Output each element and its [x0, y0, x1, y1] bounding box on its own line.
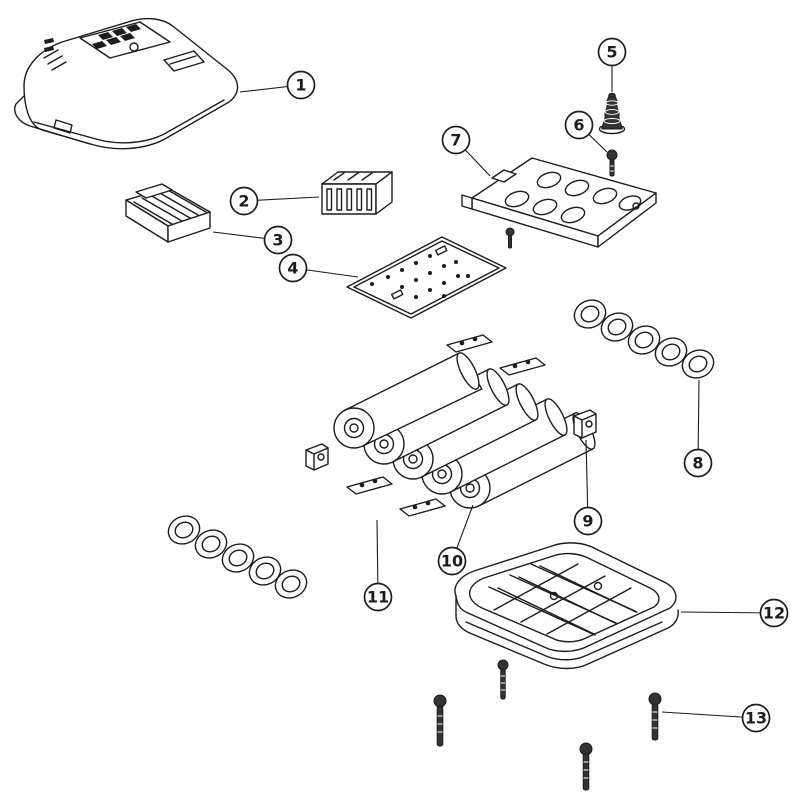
terminal-block-part — [321, 171, 393, 215]
ring — [274, 569, 308, 599]
callout-number: 2 — [238, 192, 249, 211]
callout-11: 11 — [363, 582, 393, 612]
callout-circle — [573, 506, 603, 536]
cell-rings-left-part — [167, 515, 308, 599]
callout-circle — [286, 70, 316, 100]
ring — [681, 349, 715, 379]
callout-number: 6 — [573, 116, 584, 135]
battery-cells-part — [333, 352, 596, 509]
ring — [194, 529, 228, 559]
cell-rings-right-part — [573, 299, 715, 379]
screw — [648, 692, 662, 741]
ring — [167, 515, 201, 545]
contact-bracket-left-part — [305, 443, 329, 471]
ring — [221, 543, 255, 573]
ring — [573, 299, 607, 329]
contact-bracket-part — [573, 409, 597, 439]
callout-number: 9 — [582, 512, 593, 531]
callouts: 1 2 3 4 5 6 7 8 — [229, 37, 789, 733]
callout-number: 4 — [287, 259, 298, 278]
callout-circle — [437, 546, 467, 576]
callout-number: 8 — [692, 454, 703, 473]
screw — [579, 742, 593, 791]
callout-number: 5 — [606, 43, 617, 62]
callout-8: 8 — [683, 448, 713, 478]
battery-cell — [333, 352, 483, 449]
callout-2: 2 — [229, 186, 259, 216]
callout-circle — [564, 110, 594, 140]
callout-circle — [741, 703, 771, 733]
callout-circle — [278, 253, 308, 283]
nickel-strips-top-part — [446, 334, 546, 376]
screw — [497, 659, 509, 700]
callout-number: 1 — [295, 76, 306, 95]
callout-5: 5 — [597, 37, 627, 67]
callout-3: 3 — [263, 225, 293, 255]
long-screws-part — [433, 659, 662, 791]
callout-7: 7 — [441, 125, 471, 155]
callout-9: 9 — [573, 506, 603, 536]
rubber-boot-part — [598, 92, 626, 135]
latch-cover-part — [125, 183, 211, 243]
callout-number: 13 — [745, 709, 767, 728]
screw — [433, 694, 447, 747]
callout-circle — [363, 582, 393, 612]
callout-number: 3 — [272, 231, 283, 250]
circuit-board-part — [346, 236, 507, 319]
callout-1: 1 — [286, 70, 316, 100]
bottom-housing-part — [454, 542, 679, 670]
callout-4: 4 — [278, 253, 308, 283]
callout-circle — [441, 125, 471, 155]
callout-circle — [229, 186, 259, 216]
ring — [627, 325, 661, 355]
small-screw-part — [606, 149, 618, 177]
callout-number: 10 — [441, 552, 463, 571]
callout-13: 13 — [741, 703, 771, 733]
callout-circle — [263, 225, 293, 255]
callout-number: 11 — [367, 588, 389, 607]
ring — [654, 337, 688, 367]
callout-circle — [759, 598, 789, 628]
callout-circle — [683, 448, 713, 478]
ring — [248, 556, 282, 586]
callout-12: 12 — [759, 598, 789, 628]
callout-number: 12 — [763, 604, 785, 623]
cell-holder-top-part — [461, 157, 657, 249]
ring — [600, 312, 634, 342]
callout-6: 6 — [564, 110, 594, 140]
callout-10: 10 — [437, 546, 467, 576]
callout-circle — [597, 37, 627, 67]
callout-number: 7 — [450, 131, 461, 150]
nickel-strips-part — [346, 476, 446, 517]
top-housing-part — [14, 17, 239, 150]
